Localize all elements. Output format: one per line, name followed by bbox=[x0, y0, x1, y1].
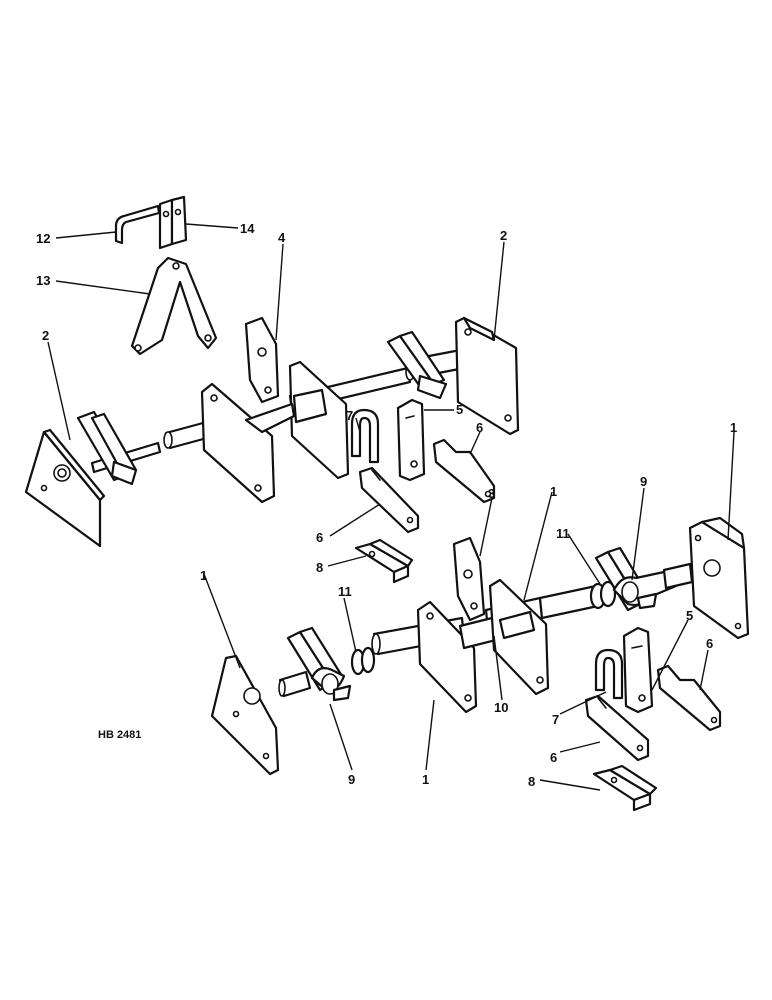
callout-4: 4 bbox=[278, 230, 286, 245]
callout-1-center-right: 1 bbox=[550, 484, 557, 499]
bent-pin-part bbox=[114, 204, 161, 245]
notched-bar-upper-left bbox=[358, 466, 420, 534]
u-bolt-lower bbox=[594, 648, 624, 700]
callout-3: 3 bbox=[488, 486, 495, 501]
bracket-upper-left bbox=[76, 410, 138, 486]
callout-6-lower-left: 6 bbox=[550, 750, 557, 765]
u-bolt-upper bbox=[350, 408, 380, 464]
callout-7-upper: 7 bbox=[346, 408, 353, 423]
callout-1-lower-left: 1 bbox=[200, 568, 207, 583]
callout-14: 14 bbox=[240, 221, 255, 236]
callout-11-right: 11 bbox=[556, 526, 570, 541]
callout-1-far-right: 1 bbox=[730, 420, 737, 435]
callout-6-upper-right: 6 bbox=[476, 420, 483, 435]
strap-upper bbox=[396, 398, 426, 482]
callout-9-left: 9 bbox=[348, 772, 355, 787]
figure-id: HB 2481 bbox=[98, 729, 141, 741]
callout-8-lower: 8 bbox=[528, 774, 535, 789]
callout-5-lower: 5 bbox=[686, 608, 693, 623]
callout-13: 13 bbox=[36, 273, 50, 288]
callout-9-right: 9 bbox=[640, 474, 647, 489]
notched-bar-upper-right bbox=[432, 438, 496, 504]
callout-10: 10 bbox=[494, 700, 508, 715]
tall-plate-lower bbox=[452, 536, 486, 622]
strap-lower bbox=[622, 626, 654, 714]
clamp-base-upper bbox=[354, 538, 414, 584]
ring-lower-left bbox=[350, 646, 376, 676]
ring-lower-right bbox=[589, 580, 617, 610]
clip-part bbox=[158, 195, 188, 250]
notched-bar-lower-right bbox=[656, 664, 722, 732]
callout-2-right: 2 bbox=[500, 228, 507, 243]
clamp-base-lower bbox=[592, 764, 658, 812]
callout-2-left: 2 bbox=[42, 328, 49, 343]
callout-8-upper: 8 bbox=[316, 560, 323, 575]
leader-lines bbox=[47, 223, 735, 791]
collar-lower-left bbox=[286, 626, 352, 702]
callout-11-left: 11 bbox=[338, 584, 352, 599]
end-plate-lower-center-right bbox=[488, 578, 550, 696]
callout-6-upper-left: 6 bbox=[316, 530, 323, 545]
end-plate-lower-left bbox=[210, 654, 280, 776]
end-plate-lower-right bbox=[688, 516, 750, 640]
callout-labels: 12 14 13 4 2 2 7 5 6 6 8 1 9 3 1 11 1 11… bbox=[36, 221, 737, 789]
callout-7-lower: 7 bbox=[552, 712, 559, 727]
callout-1-lower-center: 1 bbox=[422, 772, 429, 787]
bracket-upper-right bbox=[386, 330, 448, 400]
yoke-part bbox=[130, 256, 218, 356]
collar-lower-right bbox=[594, 546, 694, 612]
end-plate-right bbox=[454, 316, 520, 436]
end-plate-left bbox=[24, 428, 106, 548]
callout-12: 12 bbox=[36, 231, 50, 246]
center-plate-upper bbox=[200, 316, 350, 504]
callout-5-upper: 5 bbox=[456, 402, 463, 417]
callout-6-lower-right: 6 bbox=[706, 636, 713, 651]
